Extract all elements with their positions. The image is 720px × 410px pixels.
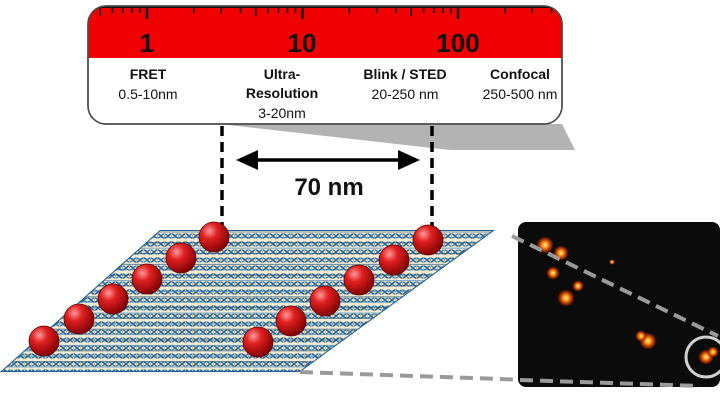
method-name-line2: Resolution <box>246 85 318 101</box>
method-confocal: Confocal 250-500 nm <box>483 66 558 102</box>
method-ultra-resolution: Ultra- Resolution 3-20nm <box>246 66 318 121</box>
zoom-guide-bottom <box>299 370 701 388</box>
docking-beads <box>28 221 444 358</box>
scale-ticks <box>88 6 562 19</box>
super-resolution-image <box>518 222 720 387</box>
docking-bead <box>198 221 230 253</box>
docking-bead <box>28 325 60 357</box>
fluorescence-spot <box>635 330 647 342</box>
method-range: 20-250 nm <box>372 86 439 102</box>
measurement: 70 nm <box>220 126 434 236</box>
docking-bead <box>378 244 410 276</box>
docking-bead <box>131 263 163 295</box>
fluorescence-spot <box>546 266 560 280</box>
double-arrow <box>236 150 420 170</box>
decade-labels: 1 10 100 <box>140 28 480 58</box>
docking-bead <box>97 283 129 315</box>
fluorescence-spots <box>536 236 719 365</box>
distance-label: 70 nm <box>294 174 363 201</box>
method-blink-sted: Blink / STED 20-250 nm <box>363 66 446 102</box>
method-name: FRET <box>130 66 167 82</box>
method-range: 3-20nm <box>258 105 305 121</box>
method-name: Blink / STED <box>363 66 446 82</box>
highlight-ring <box>684 335 720 379</box>
docking-bead <box>343 264 375 296</box>
decade-label: 10 <box>288 28 317 58</box>
scale-band <box>88 6 562 58</box>
method-name: Confocal <box>490 66 550 82</box>
method-name-line1: Ultra- <box>264 66 301 82</box>
method-range: 0.5-10nm <box>118 86 177 102</box>
method-fret: FRET 0.5-10nm <box>118 66 177 102</box>
fluorescence-spot <box>536 236 554 254</box>
method-range: 250-500 nm <box>483 86 558 102</box>
fluorescence-spot <box>572 280 584 292</box>
decade-label: 100 <box>436 28 479 58</box>
fluorescence-spot <box>557 289 575 307</box>
docking-bead <box>275 305 307 337</box>
docking-bead <box>412 224 444 256</box>
scale-card: 1 10 100 FRET 0.5-10nm Ultra- Resolution… <box>87 5 575 150</box>
scale-card-shadow <box>220 124 575 150</box>
docking-bead <box>242 326 274 358</box>
fluorescence-spot <box>609 259 615 265</box>
origami-sheet <box>0 230 495 372</box>
docking-bead <box>309 285 341 317</box>
docking-bead <box>165 242 197 274</box>
fluorescence-spot <box>707 346 719 358</box>
decade-label: 1 <box>140 28 154 58</box>
docking-bead <box>63 303 95 335</box>
